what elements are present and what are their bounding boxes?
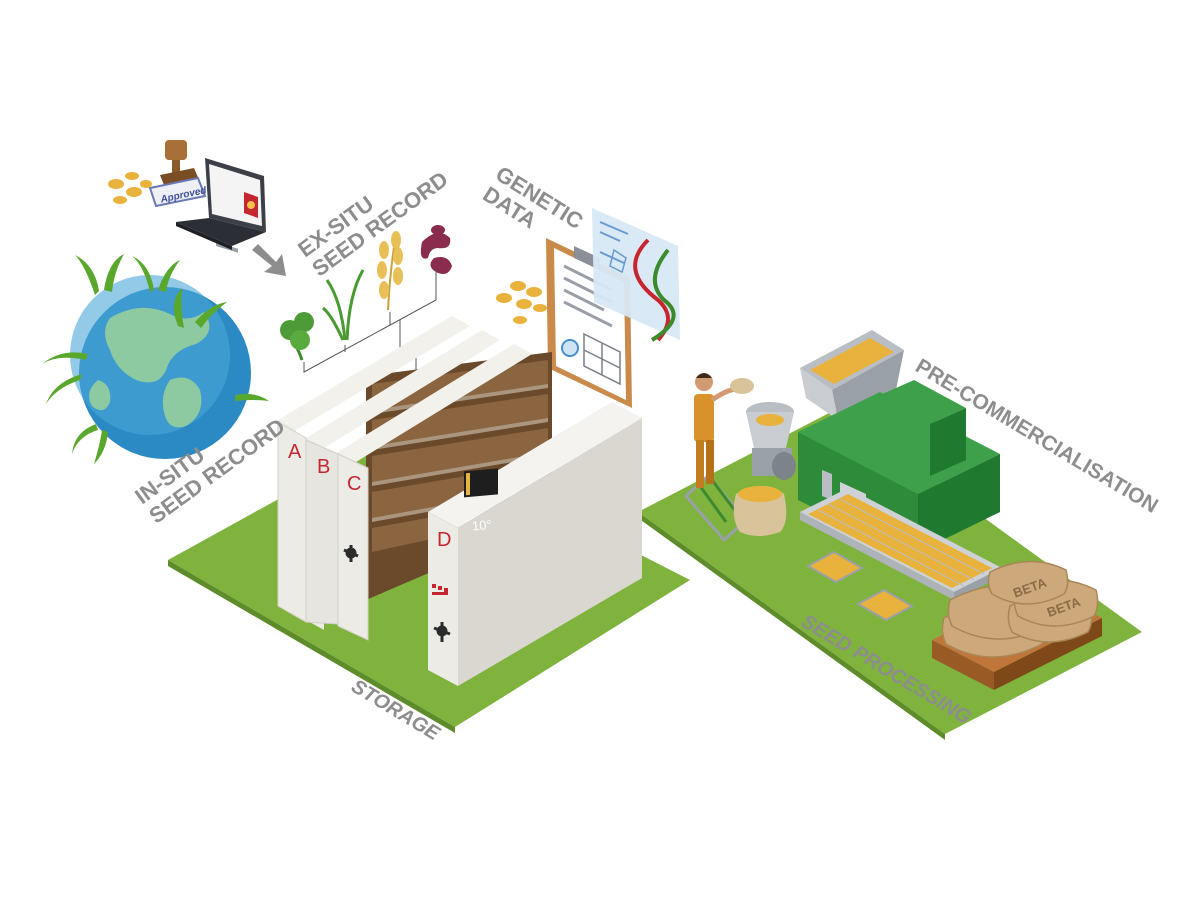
bean-icon xyxy=(420,225,452,274)
stamp-icon: Approved xyxy=(148,140,208,208)
crank-icon xyxy=(343,545,359,562)
globe-icon xyxy=(42,254,269,464)
oat-icon xyxy=(377,231,403,311)
cabinet-d-letter: D xyxy=(437,529,451,551)
processing-floor-edge xyxy=(638,512,945,740)
seeds-icon xyxy=(108,172,152,204)
grass-icon xyxy=(322,269,365,341)
thermostat-value: 10° xyxy=(471,517,492,534)
arrow-icon xyxy=(252,244,286,276)
seeds-icon-2 xyxy=(496,281,547,324)
cabinet-c-letter: C xyxy=(347,473,361,495)
grinder-icon xyxy=(746,402,796,480)
dna-panel xyxy=(592,208,680,342)
seed-sack-icon xyxy=(733,486,787,536)
pallet-sacks xyxy=(932,560,1102,690)
processing-machine xyxy=(798,330,1002,622)
storage-floor-edge xyxy=(168,560,455,733)
cabinet-b xyxy=(306,330,500,448)
cabinet-c xyxy=(338,344,532,462)
thermostat-display xyxy=(464,468,498,498)
crank-icon-d xyxy=(433,622,451,642)
clover-icon xyxy=(280,312,314,361)
cabinet-a xyxy=(278,316,470,430)
cabinet-a-letter: A xyxy=(288,441,302,463)
laptop-icon xyxy=(176,158,266,253)
cabinet-d xyxy=(428,402,642,686)
cabinet-b-letter: B xyxy=(317,456,330,478)
